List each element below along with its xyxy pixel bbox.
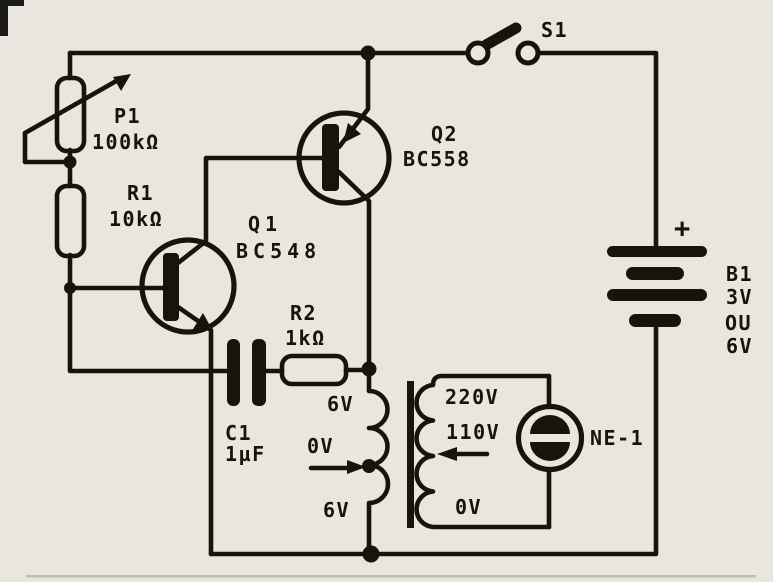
c1-ref-label: C1 <box>225 421 252 445</box>
p1-wiper-arrow-shaft <box>22 77 121 136</box>
c1-capacitor <box>227 339 266 406</box>
primary-tap-arrowhead <box>347 460 366 474</box>
c1-plate-left <box>227 339 240 406</box>
q1-emitter-arrowhead <box>193 313 213 331</box>
secondary-tap-label-middle: 110V <box>446 420 500 444</box>
r1-value-label: 10kΩ <box>109 207 163 231</box>
q2-circle <box>296 110 392 206</box>
b1-voltage-label: 3V <box>726 285 753 309</box>
r1-ref-label: R1 <box>127 181 154 205</box>
wire-q1-emitter-to-ground <box>175 304 214 557</box>
b1-plate-long <box>607 289 707 301</box>
b1-or-label: OU <box>725 311 752 335</box>
s1-lever <box>480 22 522 51</box>
q2-part-label: BC558 <box>403 147 471 171</box>
p1-ref-label: P1 <box>114 104 141 128</box>
q2-ref-label: Q2 <box>431 122 458 146</box>
c1-value-label: 1µF <box>225 442 266 466</box>
q2-base-bar <box>322 124 339 191</box>
p1-wiper-return <box>22 130 73 165</box>
secondary-tap-label-top: 220V <box>445 385 499 409</box>
scan-bottom-streak <box>26 575 756 578</box>
scan-artifacts <box>0 0 756 578</box>
scan-edge-mark <box>0 0 8 36</box>
junction-dot <box>360 45 376 61</box>
ne1-electrode-bottom <box>530 442 570 461</box>
b1-plate-short <box>629 314 681 327</box>
secondary-tap-label-bottom: 0V <box>455 495 482 519</box>
transformer-core <box>407 381 414 528</box>
junction-dot <box>362 459 376 473</box>
p1-arrowhead <box>113 74 131 91</box>
q1-ref-label: Q1 <box>248 212 282 236</box>
b1-plate-short <box>626 267 684 280</box>
junction-dot <box>64 282 76 294</box>
ne1-neon-lamp <box>515 373 585 530</box>
s1-terminal-left <box>465 40 491 66</box>
c1-plate-right <box>252 339 266 406</box>
q1-circle <box>139 237 237 335</box>
b1-battery <box>607 246 707 327</box>
r2-body <box>279 353 349 387</box>
s1-terminal-right <box>515 40 541 66</box>
r1-resistor <box>54 183 87 259</box>
r1-body <box>54 183 87 259</box>
primary-tap-label-middle: 0V <box>307 434 334 458</box>
secondary-tap-arrowhead <box>437 447 457 461</box>
q1-part-label: BC548 <box>236 239 321 263</box>
primary-tap-label-bottom: 6V <box>323 498 350 522</box>
q1-transistor <box>139 237 237 335</box>
junction-dot <box>362 545 380 563</box>
b1-polarity-label: + <box>674 213 690 244</box>
b1-ref-label: B1 <box>726 262 753 286</box>
p1-value-label: 100kΩ <box>92 130 160 154</box>
q2-transistor <box>296 110 392 206</box>
transformer-primary-winding <box>366 366 391 557</box>
ne1-bulb <box>515 403 585 473</box>
ne1-electrode-top <box>530 415 570 434</box>
transformer-secondary-winding <box>414 373 552 530</box>
b1-plate-long <box>607 246 707 257</box>
s1-switch <box>465 22 541 66</box>
wire-top-rail-right <box>536 50 659 249</box>
scan-edge-mark <box>0 0 24 6</box>
q2-emitter-arrowhead <box>343 123 361 143</box>
wire-q2-collector <box>336 169 372 372</box>
junction-dot <box>63 155 77 169</box>
primary-tap-label-top: 6V <box>327 392 354 416</box>
labels: P1 100kΩ R1 10kΩ Q1 BC548 Q2 BC558 S1 R2… <box>92 18 753 522</box>
r2-value-label: 1kΩ <box>285 326 326 350</box>
p1-potentiometer <box>22 74 131 165</box>
junction-dot <box>361 361 377 377</box>
q1-base-bar <box>163 253 179 321</box>
r2-ref-label: R2 <box>290 301 317 325</box>
wires <box>67 50 659 557</box>
transformer <box>308 366 552 557</box>
wire-bottom-rail <box>208 324 659 557</box>
junction-dots <box>63 45 380 563</box>
r2-resistor <box>279 353 349 387</box>
b1-voltage-label: 6V <box>726 334 753 358</box>
wire-base-to-c1 <box>67 285 231 374</box>
ne1-ref-label: NE-1 <box>590 426 644 450</box>
s1-ref-label: S1 <box>541 18 568 42</box>
wire-q1-collector-to-q2-base <box>175 155 326 266</box>
